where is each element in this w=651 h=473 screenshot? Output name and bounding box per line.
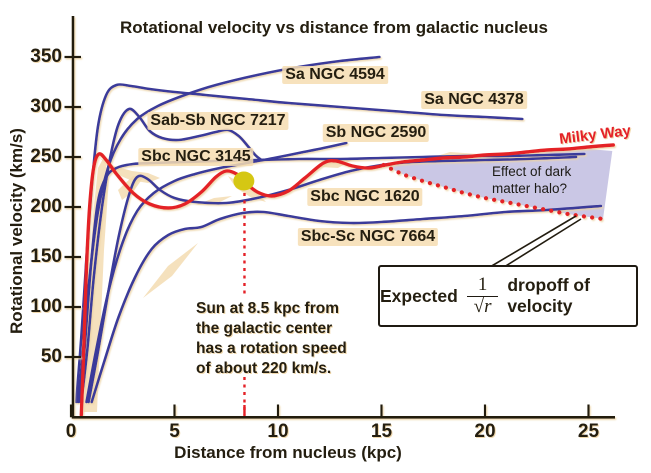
one-over-sqrt-r-fraction: 1 √r xyxy=(466,275,499,317)
y-tick-label-200: 200 xyxy=(30,196,62,217)
expected-suffix: dropoff of velocity xyxy=(507,275,590,316)
curve-label-sbc3145: Sbc NGC 3145 xyxy=(138,148,254,166)
curve-milkyway xyxy=(79,143,615,417)
axes-lines xyxy=(71,16,615,419)
tan-shade-0 xyxy=(84,157,109,412)
y-tick-label-100: 100 xyxy=(30,296,62,317)
curve-label-sa4378: Sa NGC 4378 xyxy=(421,91,527,109)
curve-label-sab7217: Sab-Sb NGC 7217 xyxy=(147,112,289,130)
curve-sbc7664 xyxy=(90,204,603,404)
curve-sab7217 xyxy=(80,107,263,404)
expected-dropoff-box: Expected 1 √r dropoff of velocity xyxy=(378,265,638,327)
y-tick-label-50: 50 xyxy=(40,346,62,367)
curve-sbc1620 xyxy=(87,155,578,404)
curve-label-sbc1620: Sbc NGC 1620 xyxy=(307,188,423,206)
y-tick-label-150: 150 xyxy=(30,246,62,267)
x-tick-label-20: 20 xyxy=(474,421,496,442)
dark-matter-annotation: Effect of dark matter halo? xyxy=(492,164,572,196)
y-axis-title: Rotational velocity (km/s) xyxy=(7,128,26,334)
curve-label-sbc7664: Sbc-Sc NGC 7664 xyxy=(297,228,439,246)
tan-shade-4 xyxy=(320,158,354,168)
chart-title: Rotational velocity vs distance from gal… xyxy=(120,18,548,37)
x-tick-label-5: 5 xyxy=(169,421,180,442)
expected-prefix: Expected xyxy=(380,285,458,306)
callout-line-1 xyxy=(503,218,582,268)
callout-line-0 xyxy=(489,215,577,268)
axes-group xyxy=(64,16,615,419)
curve-label-sa4594: Sa NGC 4594 xyxy=(282,66,388,84)
curve-expected xyxy=(381,162,606,222)
x-tick-label-0: 0 xyxy=(65,421,77,442)
radical-sign: √ xyxy=(473,296,485,317)
y-tick-label-300: 300 xyxy=(30,96,62,117)
curve-label-sb2590: Sb NGC 2590 xyxy=(322,124,430,142)
tan-shade-6 xyxy=(143,243,198,298)
y-tick-label-350: 350 xyxy=(30,46,62,67)
x-axis-title: Distance from nucleus (kpc) xyxy=(174,443,402,462)
fraction-denominator: √r xyxy=(474,297,492,317)
radicand-r: r xyxy=(484,296,492,317)
x-tick-label-10: 10 xyxy=(267,421,289,442)
sun-marker-dot xyxy=(233,171,255,191)
fraction-numerator: 1 xyxy=(466,275,499,297)
y-tick-label-250: 250 xyxy=(30,146,62,167)
x-tick-label-15: 15 xyxy=(370,421,393,442)
x-tick-label-25: 25 xyxy=(577,421,600,442)
dark-matter-halo-region xyxy=(383,149,613,219)
sun-annotation: Sun at 8.5 kpc from the galactic center … xyxy=(196,300,347,377)
